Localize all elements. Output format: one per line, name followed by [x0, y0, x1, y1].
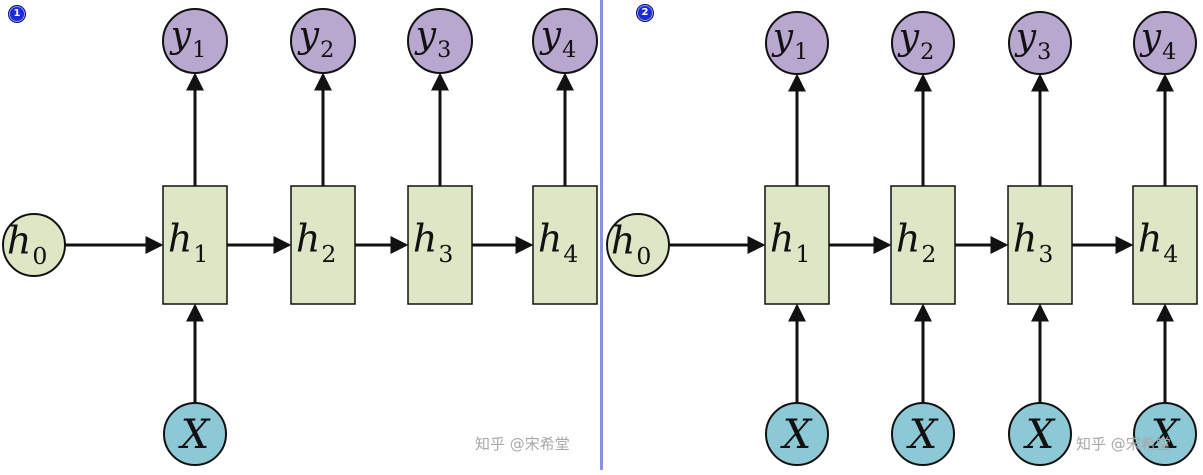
panel-2-hidden-cell-3	[1007, 185, 1073, 305]
panel-2-output-node-1-label: y1	[771, 17, 809, 65]
panel-2-hidden-cell-1-label: h1	[770, 216, 810, 268]
panel-1-h0-label: h0	[7, 218, 47, 270]
panel-2-input-node-2-label: X	[906, 412, 939, 458]
panel-2-h0-label: h0	[611, 218, 651, 270]
panel-1-output-node-1-label: y1	[169, 15, 207, 63]
panel-1-badge: 1	[8, 5, 26, 23]
panel-2-output-node-4	[1133, 11, 1197, 75]
panel-1-hidden-cell-2-label: h2	[296, 216, 336, 268]
panel-2-output-node-2-label: y2	[897, 17, 935, 65]
panel-1-output-node-3	[407, 8, 473, 74]
panel-1-hidden-cell-4-label: h4	[538, 216, 578, 268]
panel-2-input-node-2	[891, 402, 955, 466]
panel-2-hidden-cell-2-label: h2	[896, 216, 936, 268]
panel-1-output-node-4-label: y4	[539, 15, 577, 63]
panel-2-input-node-4-label: X	[1148, 412, 1181, 458]
panel-2-input-node-3-label: X	[1023, 412, 1056, 458]
panel-1-output-node-2-label: y2	[297, 15, 335, 63]
panel-1-output-node-2	[290, 8, 356, 74]
panel-1-watermark: 知乎 @宋希堂	[475, 435, 570, 453]
panel-2-output-node-3	[1008, 11, 1072, 75]
panel-1-input-node-1-label: X	[178, 412, 211, 458]
panel-1-hidden-cell-2	[290, 185, 356, 305]
panel-2-input-node-3	[1008, 402, 1072, 466]
panel-divider	[600, 0, 603, 470]
panel-2-output-node-4-label: y4	[1139, 17, 1177, 65]
panel-1-output-node-3-label: y3	[414, 15, 452, 63]
panel-2-output-node-3-label: y3	[1014, 17, 1052, 65]
panel-2-input-node-1	[765, 402, 829, 466]
panel-1-output-node-4	[532, 8, 598, 74]
panel-2-output-node-1	[765, 11, 829, 75]
panel-2-hidden-cell-2	[890, 185, 956, 305]
panel-2-hidden-cell-1	[764, 185, 830, 305]
panel-1-hidden-cell-3	[407, 185, 473, 305]
panel-2-watermark: 知乎 @宋希堂	[1076, 435, 1171, 453]
panel-1-hidden-cell-3-label: h3	[413, 216, 453, 268]
panel-1-hidden-cell-1-label: h1	[168, 216, 208, 268]
panel-1-input-node-1	[163, 402, 227, 466]
panel-2-hidden-cell-4-label: h4	[1138, 216, 1178, 268]
panel-2-input-node-1-label: X	[780, 412, 813, 458]
panel-2-input-node-4	[1133, 402, 1197, 466]
panel-2-hidden-cell-3-label: h3	[1013, 216, 1053, 268]
panel-2-badge: 2	[636, 4, 654, 22]
panel-1-output-node-1	[162, 8, 228, 74]
panel-2-hidden-cell-4	[1132, 185, 1198, 305]
panel-2-output-node-2	[891, 11, 955, 75]
panel-1-hidden-cell-4	[532, 185, 598, 305]
